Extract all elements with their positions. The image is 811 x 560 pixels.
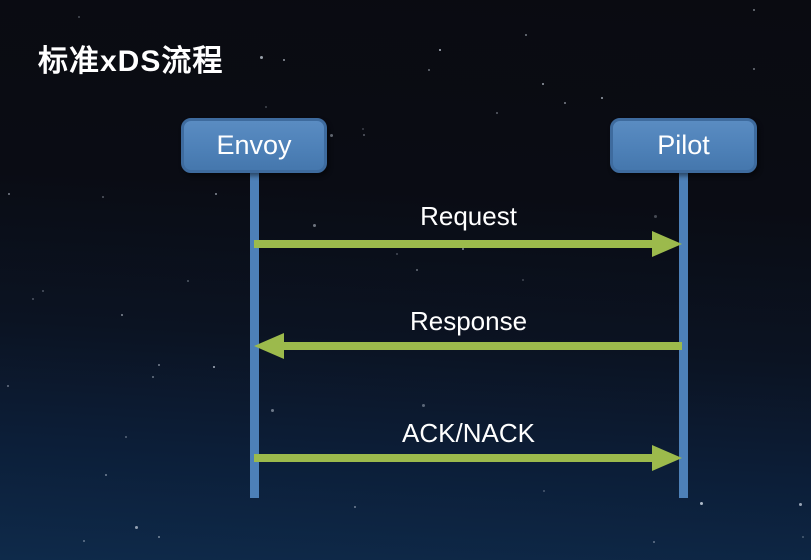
message-label-request: Request <box>420 201 517 231</box>
star-dot <box>543 490 545 492</box>
star-dot <box>654 215 657 218</box>
star-dot <box>313 224 316 227</box>
star-dot <box>271 409 274 412</box>
star-dot <box>522 279 524 281</box>
message-arrow-ack-nack <box>254 445 682 471</box>
star-dot <box>542 83 544 85</box>
star-dot <box>564 102 566 104</box>
star-dot <box>105 474 107 476</box>
star-dot <box>135 526 138 529</box>
star-dot <box>213 366 215 368</box>
star-dot <box>422 404 425 407</box>
star-dot <box>396 253 398 255</box>
star-dot <box>363 134 365 136</box>
actor-box-pilot: Pilot <box>610 118 757 173</box>
star-dot <box>362 128 364 130</box>
arrow-right-icon <box>652 231 682 257</box>
star-dot <box>78 16 80 18</box>
actor-label-pilot: Pilot <box>657 130 710 160</box>
star-dot <box>32 298 34 300</box>
arrow-shaft <box>254 454 656 462</box>
star-dot <box>125 436 127 438</box>
arrow-left-icon <box>254 333 284 359</box>
star-dot <box>158 364 160 366</box>
slide-title: 标准xDS流程 <box>38 45 224 78</box>
star-dot <box>158 536 160 538</box>
message-label-response: Response <box>409 306 528 336</box>
star-dot <box>802 536 804 538</box>
star-dot <box>525 34 527 36</box>
star-dot <box>206 58 208 60</box>
star-dot <box>152 376 154 378</box>
star-dot <box>83 540 85 542</box>
star-dot <box>187 280 189 282</box>
star-dot <box>416 269 418 271</box>
star-dot <box>265 106 267 108</box>
star-dot <box>601 97 603 99</box>
star-dot <box>354 506 356 508</box>
star-dot <box>7 385 9 387</box>
star-dot <box>121 314 123 316</box>
star-dot <box>215 193 217 195</box>
star-dot <box>753 9 755 11</box>
lifeline-pilot <box>679 172 688 498</box>
message-arrow-response <box>254 333 682 359</box>
star-dot <box>700 502 703 505</box>
arrow-shaft <box>280 342 682 350</box>
star-dot <box>102 196 104 198</box>
star-dot <box>799 503 802 506</box>
actor-label-envoy: Envoy <box>216 130 292 160</box>
arrow-shaft <box>254 240 656 248</box>
star-dot <box>8 193 10 195</box>
star-dot <box>330 134 333 137</box>
star-dot <box>439 49 441 51</box>
star-dot <box>283 59 285 61</box>
star-dot <box>753 68 755 70</box>
star-dot <box>496 112 498 114</box>
star-dot <box>462 248 464 250</box>
arrow-right-icon <box>652 445 682 471</box>
actor-box-envoy: Envoy <box>181 118 327 173</box>
star-dot <box>42 290 44 292</box>
star-dot <box>428 69 430 71</box>
star-dot <box>260 56 263 59</box>
star-dot <box>653 541 655 543</box>
message-arrow-request <box>254 231 682 257</box>
message-label-ack-nack: ACK/NACK <box>402 418 535 448</box>
